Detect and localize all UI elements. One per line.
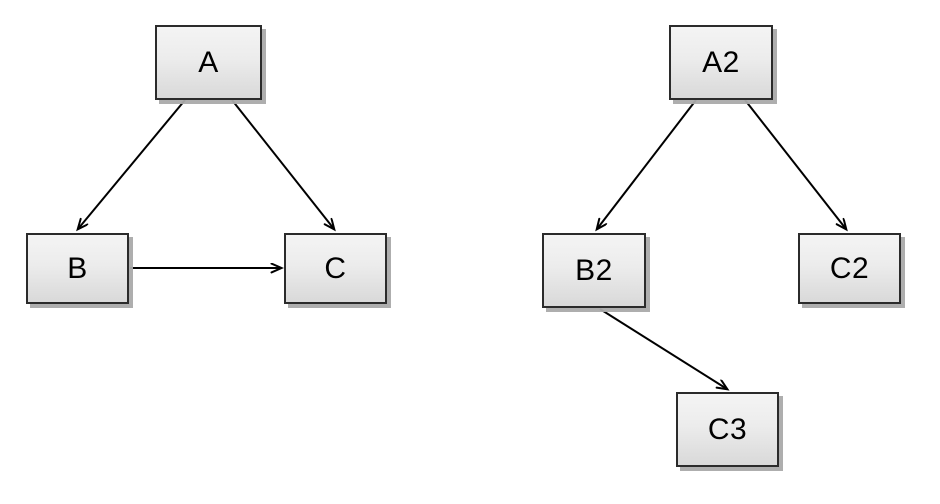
edge-a-to-b bbox=[78, 99, 186, 229]
edge-b2-to-c3 bbox=[599, 308, 727, 389]
node-label: A2 bbox=[702, 45, 740, 79]
node-label: A bbox=[198, 45, 219, 79]
node-c[interactable]: C bbox=[284, 233, 387, 304]
node-b2[interactable]: B2 bbox=[542, 233, 646, 308]
edge-a2-to-c2 bbox=[744, 99, 846, 229]
node-c3[interactable]: C3 bbox=[676, 392, 779, 467]
node-label: C2 bbox=[829, 251, 870, 285]
node-c2[interactable]: C2 bbox=[798, 233, 901, 304]
node-label: B bbox=[67, 251, 88, 285]
edge-group bbox=[78, 99, 846, 389]
node-a[interactable]: A bbox=[155, 25, 262, 100]
edge-a-to-c bbox=[231, 99, 334, 229]
edge-a2-to-b2 bbox=[597, 99, 697, 229]
node-label: B2 bbox=[575, 253, 613, 287]
node-b[interactable]: B bbox=[26, 233, 129, 304]
node-a2[interactable]: A2 bbox=[669, 25, 773, 100]
node-label: C3 bbox=[707, 412, 748, 446]
node-label: C bbox=[324, 251, 347, 285]
